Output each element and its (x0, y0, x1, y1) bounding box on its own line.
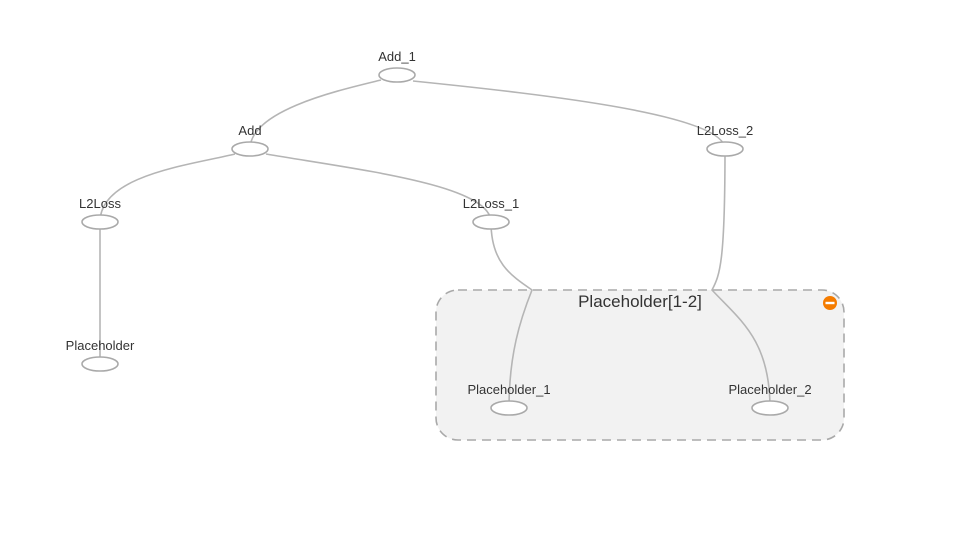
edge-l2loss_1-to-add (265, 153, 492, 223)
node-add[interactable]: Add (231, 123, 269, 157)
edge-placeholder_2-to-l2loss_2 (711, 148, 771, 409)
node-l2loss[interactable]: L2Loss (79, 196, 121, 230)
node-label: Add (238, 123, 261, 138)
node-ellipse[interactable] (751, 400, 789, 416)
node-label: Placeholder_1 (467, 382, 550, 397)
node-l2loss_1[interactable]: L2Loss_1 (463, 196, 519, 230)
node-label: Placeholder_2 (728, 382, 811, 397)
group-box[interactable] (435, 289, 845, 441)
node-ellipse[interactable] (81, 214, 119, 230)
node-placeholder_1[interactable]: Placeholder_1 (467, 382, 551, 416)
edges (99, 79, 771, 409)
edge-add-to-add_1 (249, 79, 382, 150)
node-ellipse[interactable] (231, 141, 269, 157)
node-ellipse[interactable] (706, 141, 744, 157)
node-add_1[interactable]: Add_1 (378, 49, 416, 83)
node-ellipse[interactable] (472, 214, 510, 230)
node-label: L2Loss_2 (697, 123, 753, 138)
node-label: Add_1 (378, 49, 416, 64)
node-placeholder_2[interactable]: Placeholder_2 (728, 382, 812, 416)
edge-placeholder_1-to-l2loss_1 (490, 221, 533, 409)
node-ellipse[interactable] (490, 400, 528, 416)
node-label: Placeholder (66, 338, 135, 353)
node-ellipse[interactable] (378, 67, 416, 83)
node-ellipse[interactable] (81, 356, 119, 372)
node-placeholder[interactable]: Placeholder (66, 338, 135, 372)
edge-l2loss_2-to-add_1 (412, 80, 726, 150)
group-title: Placeholder[1-2] (578, 292, 702, 311)
group-placeholder-1-2[interactable]: Placeholder[1-2] (435, 289, 845, 441)
collapse-minus-icon[interactable] (823, 296, 837, 310)
node-l2loss_2[interactable]: L2Loss_2 (697, 123, 753, 157)
node-label: L2Loss (79, 196, 121, 211)
node-label: L2Loss_1 (463, 196, 519, 211)
edge-l2loss-to-add (99, 153, 236, 223)
